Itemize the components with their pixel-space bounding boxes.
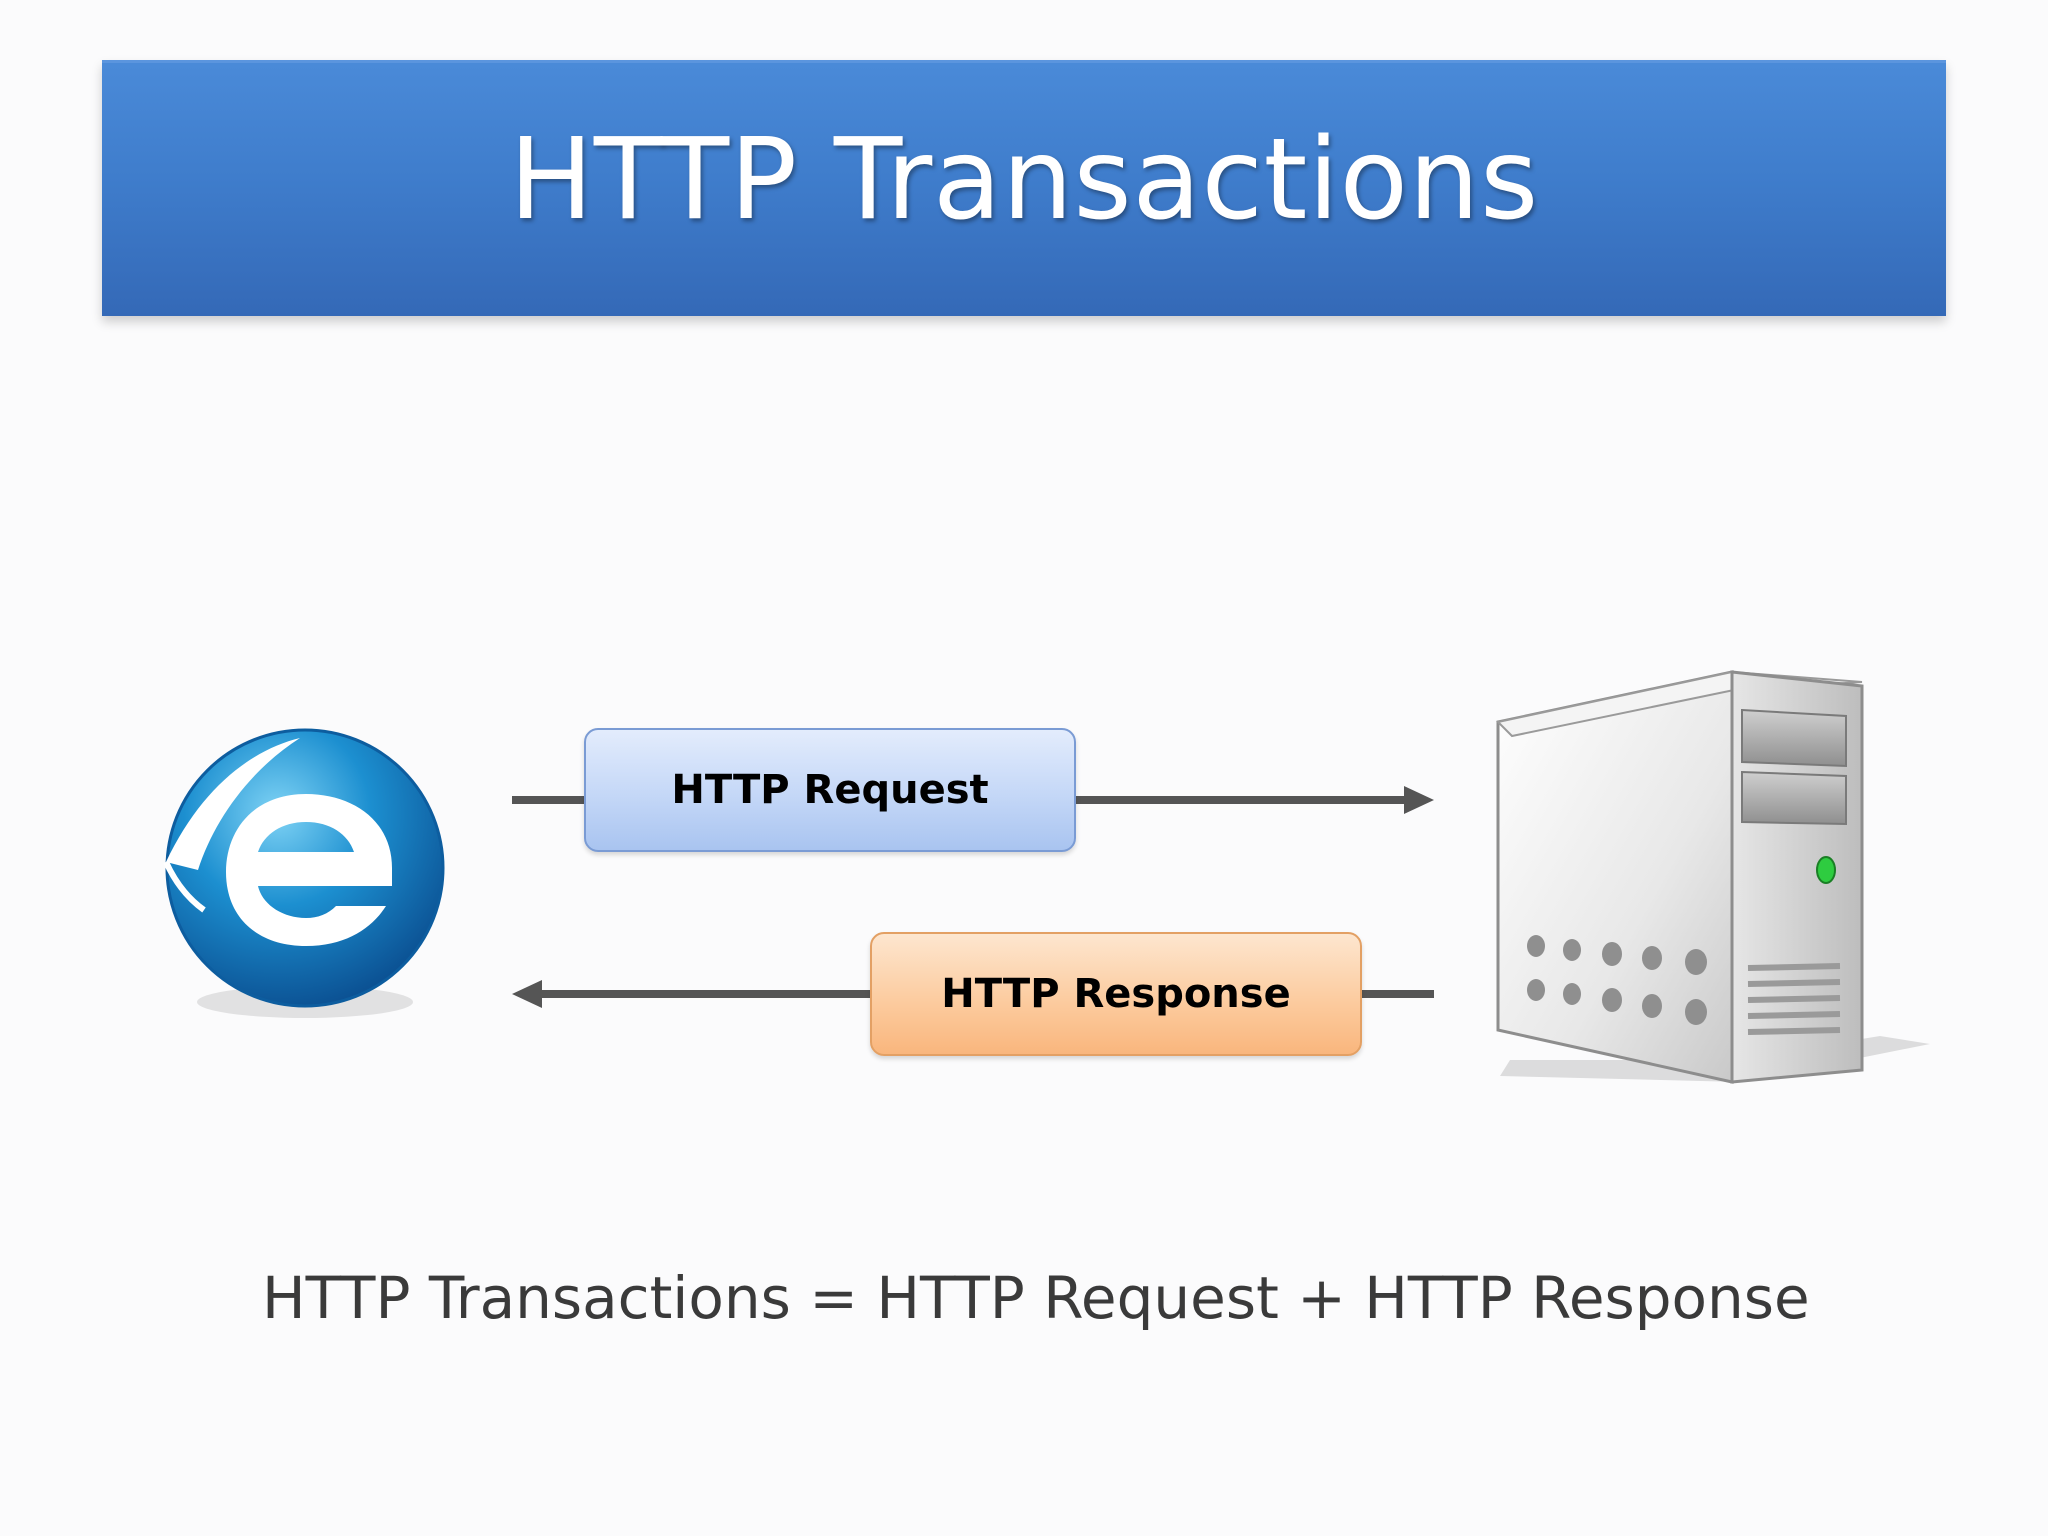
browser-icon [166,730,443,1018]
server-icon [1498,672,1930,1082]
http-request-box: HTTP Request [584,728,1076,852]
http-request-label: HTTP Request [671,767,988,813]
http-response-label: HTTP Response [941,971,1290,1017]
transaction-equation: HTTP Transactions = HTTP Request + HTTP … [262,1264,1810,1332]
http-response-box: HTTP Response [870,932,1362,1056]
